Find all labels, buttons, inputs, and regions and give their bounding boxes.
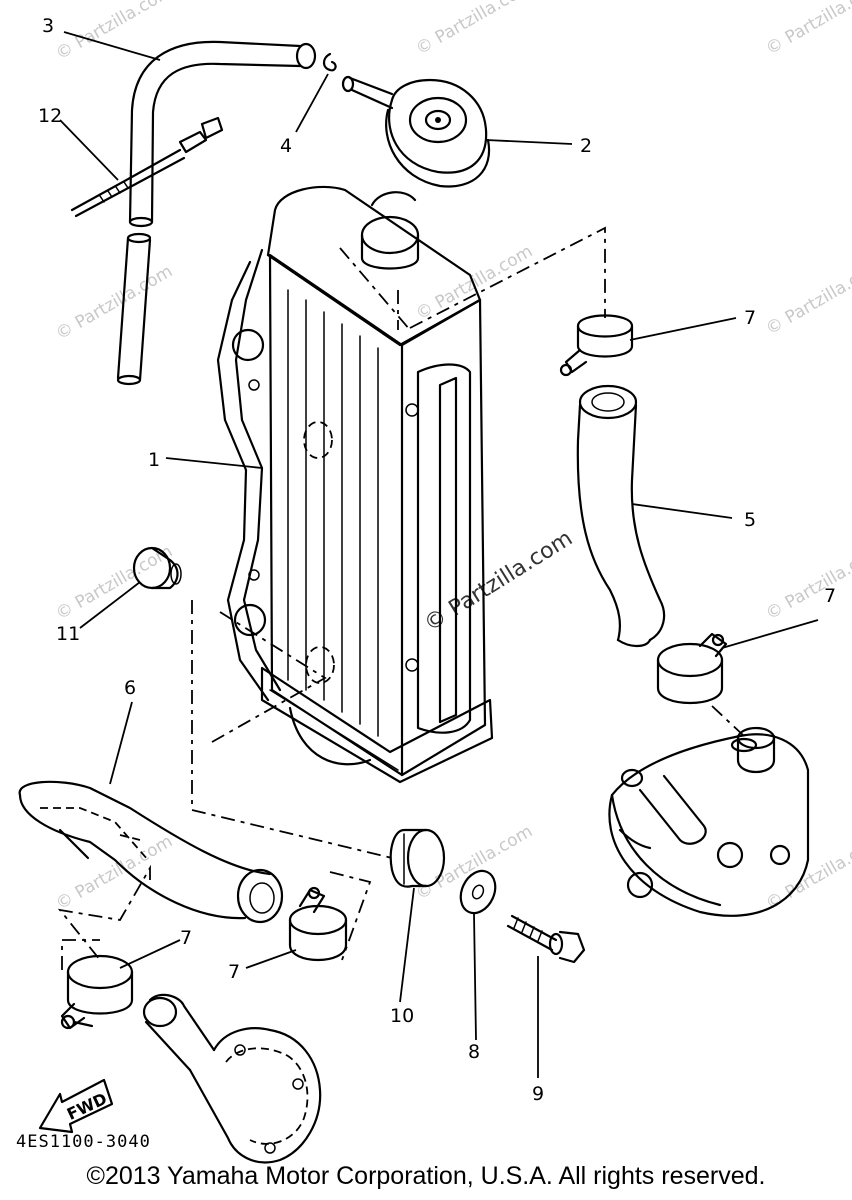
clamp-part-7-upper <box>559 314 634 377</box>
callout-5: 5 <box>744 509 756 531</box>
watermark-9: © Partzilla.com <box>53 831 177 914</box>
faint-watermarks: © Partzilla.com © Partzilla.com © Partzi… <box>53 0 852 914</box>
water-pump-cover <box>142 993 322 1164</box>
watermark-2: © Partzilla.com <box>413 0 537 59</box>
upper-hose-part-5 <box>576 384 666 648</box>
watermark-7: © Partzilla.com <box>53 541 177 624</box>
callout-7-middle: 7 <box>228 961 240 983</box>
watermark-center: © Partzilla.com <box>420 526 577 637</box>
callout-6: 6 <box>124 677 136 699</box>
damper-part-10 <box>389 828 446 888</box>
watermark-8: © Partzilla.com <box>763 541 852 624</box>
radiator-part-1 <box>216 185 494 784</box>
watermark-4: © Partzilla.com <box>53 261 177 344</box>
callout-1: 1 <box>148 449 160 471</box>
callout-9: 9 <box>532 1083 544 1105</box>
watermark-3: © Partzilla.com <box>763 0 852 59</box>
cylinder-head <box>608 726 810 917</box>
breather-hose-part-3 <box>116 40 317 386</box>
callout-7-left: 7 <box>180 927 192 949</box>
callout-7-upper: 7 <box>744 307 756 329</box>
bolt-part-9 <box>506 914 586 964</box>
callout-numbers: 3 4 2 12 7 5 1 11 7 6 7 7 10 8 9 <box>38 15 836 1105</box>
callout-4: 4 <box>280 135 292 157</box>
diagram-code: 4ES1100-3040 <box>16 1132 151 1152</box>
washer-part-8 <box>459 869 497 915</box>
callout-3: 3 <box>42 15 54 37</box>
clamp-part-7-right <box>656 632 728 704</box>
watermark-10: © Partzilla.com <box>413 821 537 904</box>
copyright-notice: ©2013 Yamaha Motor Corporation, U.S.A. A… <box>86 1162 766 1190</box>
lower-hose-part-6 <box>18 780 284 924</box>
watermark-6: © Partzilla.com <box>763 256 852 339</box>
clamp-part-7-middle <box>288 886 348 962</box>
callout-7-right: 7 <box>824 585 836 607</box>
grommet-part-11 <box>132 546 182 590</box>
callout-10: 10 <box>390 1005 414 1027</box>
callout-8: 8 <box>468 1041 480 1063</box>
clip-part-4 <box>322 52 337 72</box>
callout-12: 12 <box>38 105 62 127</box>
fwd-arrow: FWD <box>38 1078 114 1134</box>
radiator-cap-part-2 <box>341 75 491 188</box>
guide-lines <box>57 226 745 970</box>
callout-2: 2 <box>580 135 592 157</box>
watermark-1: © Partzilla.com <box>53 0 177 64</box>
cable-tie-part-12 <box>70 116 224 218</box>
clamp-part-7-left <box>60 954 134 1030</box>
leader-lines <box>59 31 819 1078</box>
callout-11: 11 <box>56 623 80 645</box>
